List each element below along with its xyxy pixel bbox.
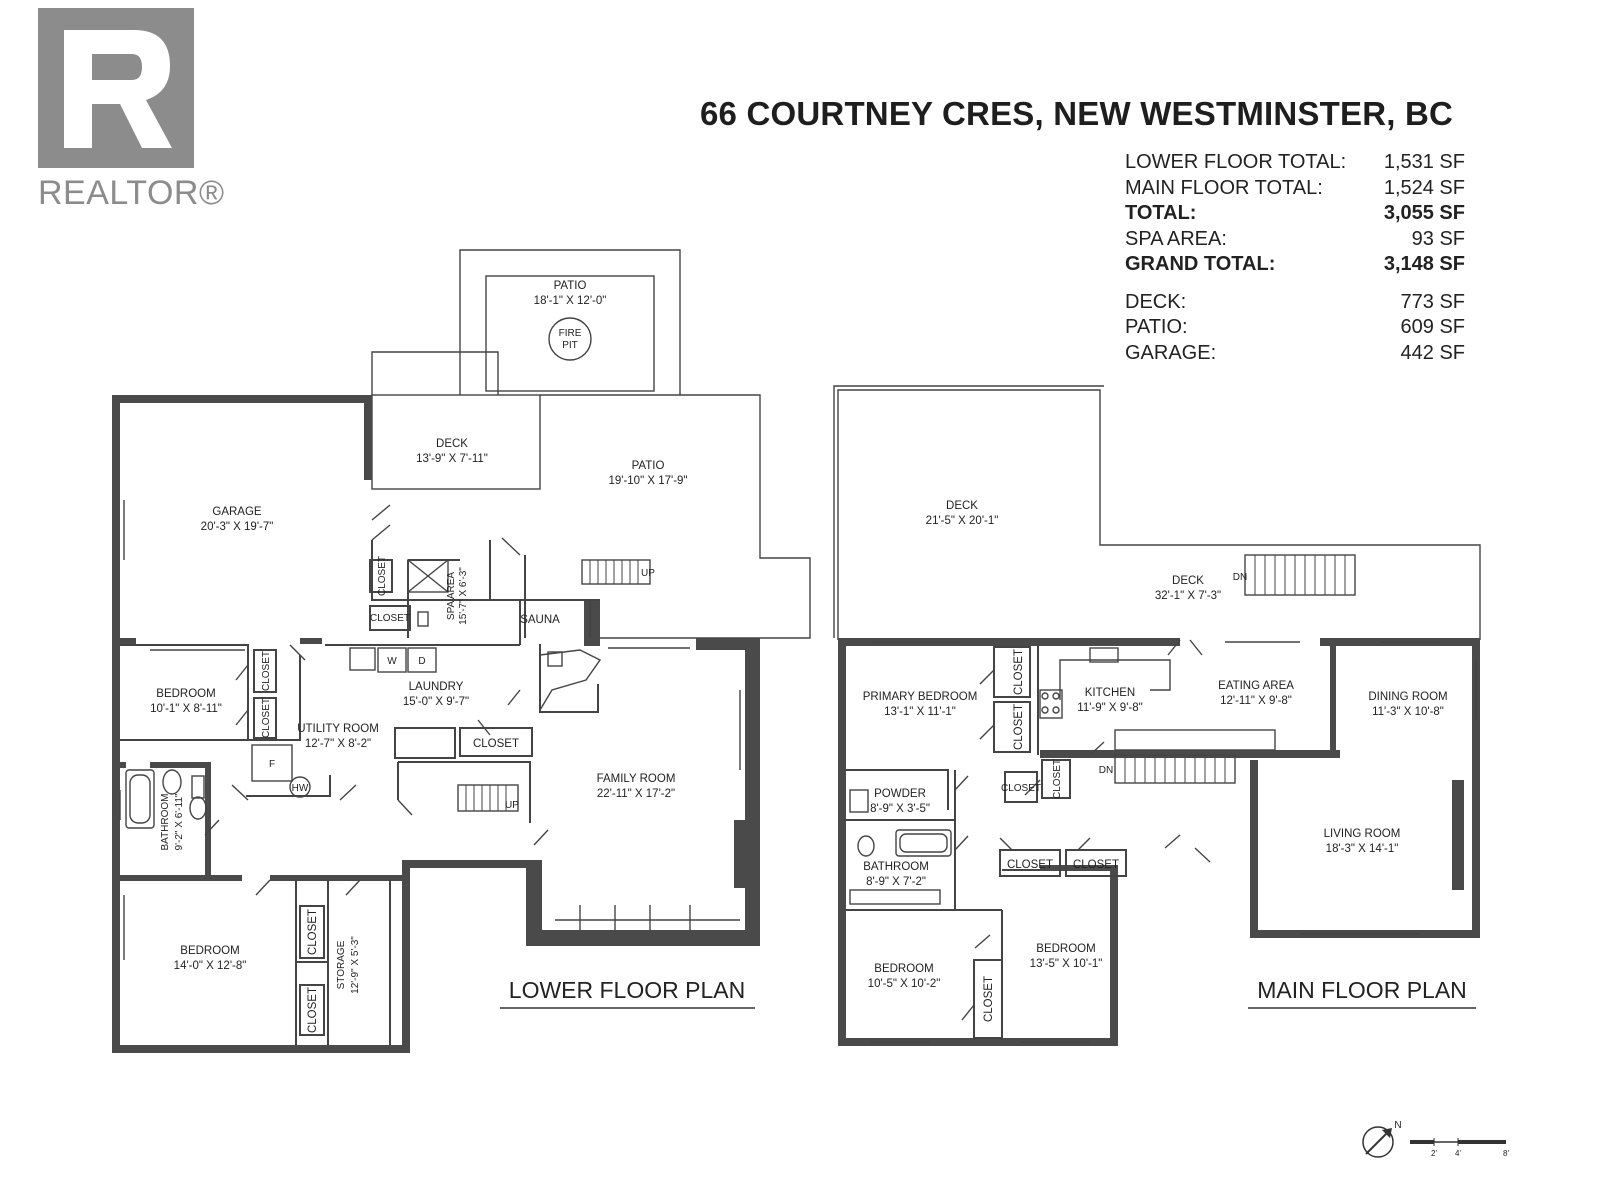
- realtor-logo: REALTOR®: [38, 8, 224, 212]
- eating-area-dims: 12'-11" X 9'-8": [1220, 695, 1292, 707]
- total-row-total: TOTAL:3,055 SF: [1125, 202, 1465, 224]
- extra-row-deck: DECK:773 SF: [1125, 290, 1465, 313]
- lower-bedroom2-dims: 14'-0" X 12'-8": [174, 960, 247, 972]
- family-room-dims: 22'-11" X 17'-2": [597, 788, 675, 800]
- scale-bar: 2' 4' 8': [1410, 1138, 1509, 1158]
- lower-closet-label: CLOSET: [473, 738, 519, 750]
- lower-patio-dims: 19'-10" X 17'-9": [608, 475, 687, 487]
- lower-patio-top-name: PATIO: [554, 280, 587, 292]
- property-address: 66 COURTNEY CRES, NEW WESTMINSTER, BC: [700, 95, 1454, 132]
- main-deck-big-dims: 21'-5" X 20'-1": [926, 515, 999, 527]
- lower-floor-title: LOWER FLOOR PLAN: [509, 977, 745, 1003]
- main-closet-label: CLOSET: [1073, 859, 1119, 871]
- main-stair-dn-label-2: DN: [1099, 765, 1113, 776]
- powder-name: POWDER: [874, 788, 926, 800]
- area-totals: LOWER FLOOR TOTAL:1,531 SF MAIN FLOOR TO…: [1125, 150, 1465, 366]
- sauna-name: SAUNA: [520, 614, 560, 626]
- main-bedroom-a-name: BEDROOM: [874, 963, 933, 975]
- laundry-dims: 15'-0" X 9'-7": [403, 696, 469, 708]
- main-bedroom-a-dims: 10'-5" X 10'-2": [868, 978, 941, 990]
- lower-bathroom-dims: 9'-2" X 6'-11": [174, 793, 185, 850]
- main-closet-label: CLOSET: [1052, 759, 1063, 799]
- main-closet-label: CLOSET: [1013, 704, 1025, 750]
- family-room-name: FAMILY ROOM: [597, 773, 676, 785]
- hot-water-label: HW: [292, 783, 309, 794]
- eating-area-name: EATING AREA: [1218, 680, 1294, 692]
- fire-pit-label: FIRE: [559, 328, 582, 339]
- garage-dims: 20'-3" X 19'-7": [201, 521, 274, 533]
- spa-area-dims: 15'-7" X 6'-3": [458, 567, 469, 625]
- main-deck-strip-dims: 32'-1" X 7'-3": [1155, 590, 1221, 602]
- realtor-wordmark: REALTOR®: [38, 174, 225, 212]
- main-floor-plan: DECK 21'-5" X 20'-1" DECK 32'-1" X 7'-3"…: [833, 385, 1481, 1046]
- lower-stair-up-label-2: UP: [505, 800, 519, 811]
- main-floor-title: MAIN FLOOR PLAN: [1257, 977, 1467, 1003]
- north-label: N: [1394, 1120, 1401, 1131]
- main-closet-label: CLOSET: [1007, 859, 1053, 871]
- storage-dims: 12'-9" X 5'-3": [350, 936, 361, 994]
- main-stair-dn-label: DN: [1233, 572, 1247, 583]
- extra-row-garage: GARAGE:442 SF: [1125, 341, 1465, 364]
- lower-closet-label: CLOSET: [307, 987, 319, 1033]
- storage-name: STORAGE: [336, 940, 347, 989]
- spa-area-name: SPA AREA: [446, 572, 457, 621]
- lower-stair-up-label: UP: [641, 568, 655, 579]
- utility-room-name: UTILITY ROOM: [297, 723, 379, 735]
- living-room-dims: 18'-3" X 14'-1": [1326, 843, 1399, 855]
- lower-patio-top-dims: 18'-1" X 12'-0": [534, 295, 607, 307]
- total-row-lower: LOWER FLOOR TOTAL:1,531 SF: [1125, 151, 1465, 173]
- dryer-label: D: [418, 656, 425, 667]
- kitchen-dims: 11'-9" X 9'-8": [1077, 702, 1142, 714]
- main-deck-strip-name: DECK: [1172, 575, 1204, 587]
- main-closet-label: CLOSET: [983, 976, 995, 1022]
- scale-tick-label: 8': [1503, 1149, 1509, 1158]
- living-room-name: LIVING ROOM: [1324, 828, 1401, 840]
- lower-bedroom2-name: BEDROOM: [180, 945, 239, 957]
- fire-pit-label-2: PIT: [562, 340, 578, 351]
- total-row-spa: SPA AREA:93 SF: [1125, 227, 1465, 250]
- lower-deck-name: DECK: [436, 438, 468, 450]
- main-bathroom-name: BATHROOM: [863, 861, 929, 873]
- main-closet-label: CLOSET: [1001, 783, 1041, 794]
- lower-closet-label: CLOSET: [261, 651, 272, 691]
- primary-bedroom-name: PRIMARY BEDROOM: [863, 691, 978, 703]
- lower-patio-name: PATIO: [632, 460, 665, 472]
- lower-bathroom-name: BATHROOM: [160, 793, 171, 850]
- extra-row-patio: PATIO:609 SF: [1125, 316, 1465, 338]
- utility-room-dims: 12'-7" X 8'-2": [305, 738, 371, 750]
- main-bedroom-b-dims: 13'-5" X 10'-1": [1030, 958, 1103, 970]
- powder-dims: 8'-9" X 3'-5": [870, 803, 930, 815]
- total-row-main: MAIN FLOOR TOTAL:1,524 SF: [1125, 176, 1465, 199]
- main-deck-big-name: DECK: [946, 500, 978, 512]
- scale-tick-label: 4': [1455, 1149, 1461, 1158]
- washer-label: W: [387, 656, 397, 667]
- scale-tick-label: 2': [1431, 1149, 1437, 1158]
- lower-bedroom1-name: BEDROOM: [156, 688, 215, 700]
- lower-deck-dims: 13'-9" X 7'-11": [416, 453, 488, 465]
- dining-room-name: DINING ROOM: [1368, 691, 1447, 703]
- lower-closet-label: CLOSET: [377, 556, 388, 596]
- kitchen-name: KITCHEN: [1085, 687, 1135, 699]
- total-row-grand: GRAND TOTAL:3,148 SF: [1125, 253, 1465, 275]
- lower-closet-label: CLOSET: [370, 613, 410, 624]
- lower-closet-label: CLOSET: [307, 909, 319, 955]
- lower-stair-middle: [457, 784, 519, 812]
- laundry-name: LAUNDRY: [409, 681, 464, 693]
- main-closet-label: CLOSET: [1013, 649, 1025, 695]
- realtor-r-icon: [38, 8, 194, 168]
- main-bedroom-b-name: BEDROOM: [1036, 943, 1095, 955]
- lower-closet-label: CLOSET: [261, 698, 272, 738]
- north-arrow-icon: N: [1362, 1120, 1402, 1158]
- main-bathroom-dims: 8'-9" X 7'-2": [866, 876, 926, 888]
- lower-stair-top: [581, 559, 651, 585]
- furnace-label: F: [269, 759, 275, 770]
- primary-bedroom-dims: 13'-1" X 11'-1": [884, 706, 956, 718]
- garage-name: GARAGE: [212, 506, 262, 518]
- dining-room-dims: 11'-3" X 10'-8": [1372, 706, 1444, 718]
- lower-floor-plan: PATIO 18'-1" X 12'-0" FIRE PIT DECK 13'-…: [112, 249, 811, 1053]
- lower-bedroom1-dims: 10'-1" X 8'-11": [150, 703, 222, 715]
